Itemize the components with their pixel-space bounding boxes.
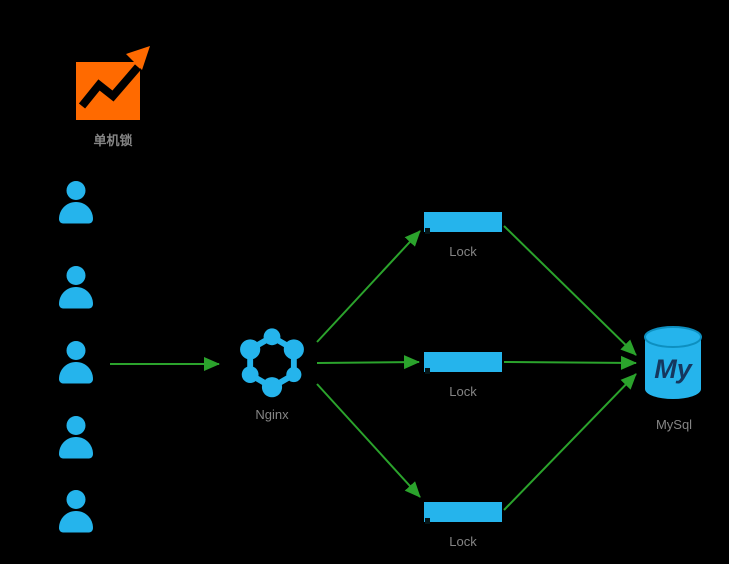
standalone-lock-label: 单机锁: [93, 133, 133, 148]
lock-box-notch: [425, 228, 430, 234]
mysql-label: MySql: [655, 417, 693, 432]
mysql-database-icon: My: [641, 325, 705, 403]
lock-label: Lock: [449, 244, 477, 259]
arrow-lock1-to-mysql: [503, 225, 637, 356]
nginx-icon: [230, 320, 314, 404]
lock-box-notch: [425, 368, 430, 374]
lock-server-box: [424, 352, 502, 374]
nginx-label: Nginx: [255, 407, 289, 422]
lock-server-box: [424, 502, 502, 524]
mysql-body-text: My: [654, 354, 693, 384]
arrow-nginx-to-lock2: [316, 355, 420, 370]
lock-label: Lock: [449, 384, 477, 399]
user-icon: [50, 262, 102, 312]
user-icon: [50, 412, 102, 462]
chart-icon: [74, 40, 152, 124]
arrow-lock2-to-mysql: [503, 355, 637, 370]
arrow-nginx-to-lock1: [316, 230, 421, 343]
arrow-lock3-to-mysql: [503, 373, 637, 511]
user-icon: [50, 337, 102, 387]
arrow-nginx-to-lock3: [316, 383, 421, 498]
lock-server-box: [424, 212, 502, 234]
user-icon: [50, 177, 102, 227]
user-icon: [50, 486, 102, 536]
lock-label: Lock: [449, 534, 477, 549]
lock-box-notch: [425, 518, 430, 524]
